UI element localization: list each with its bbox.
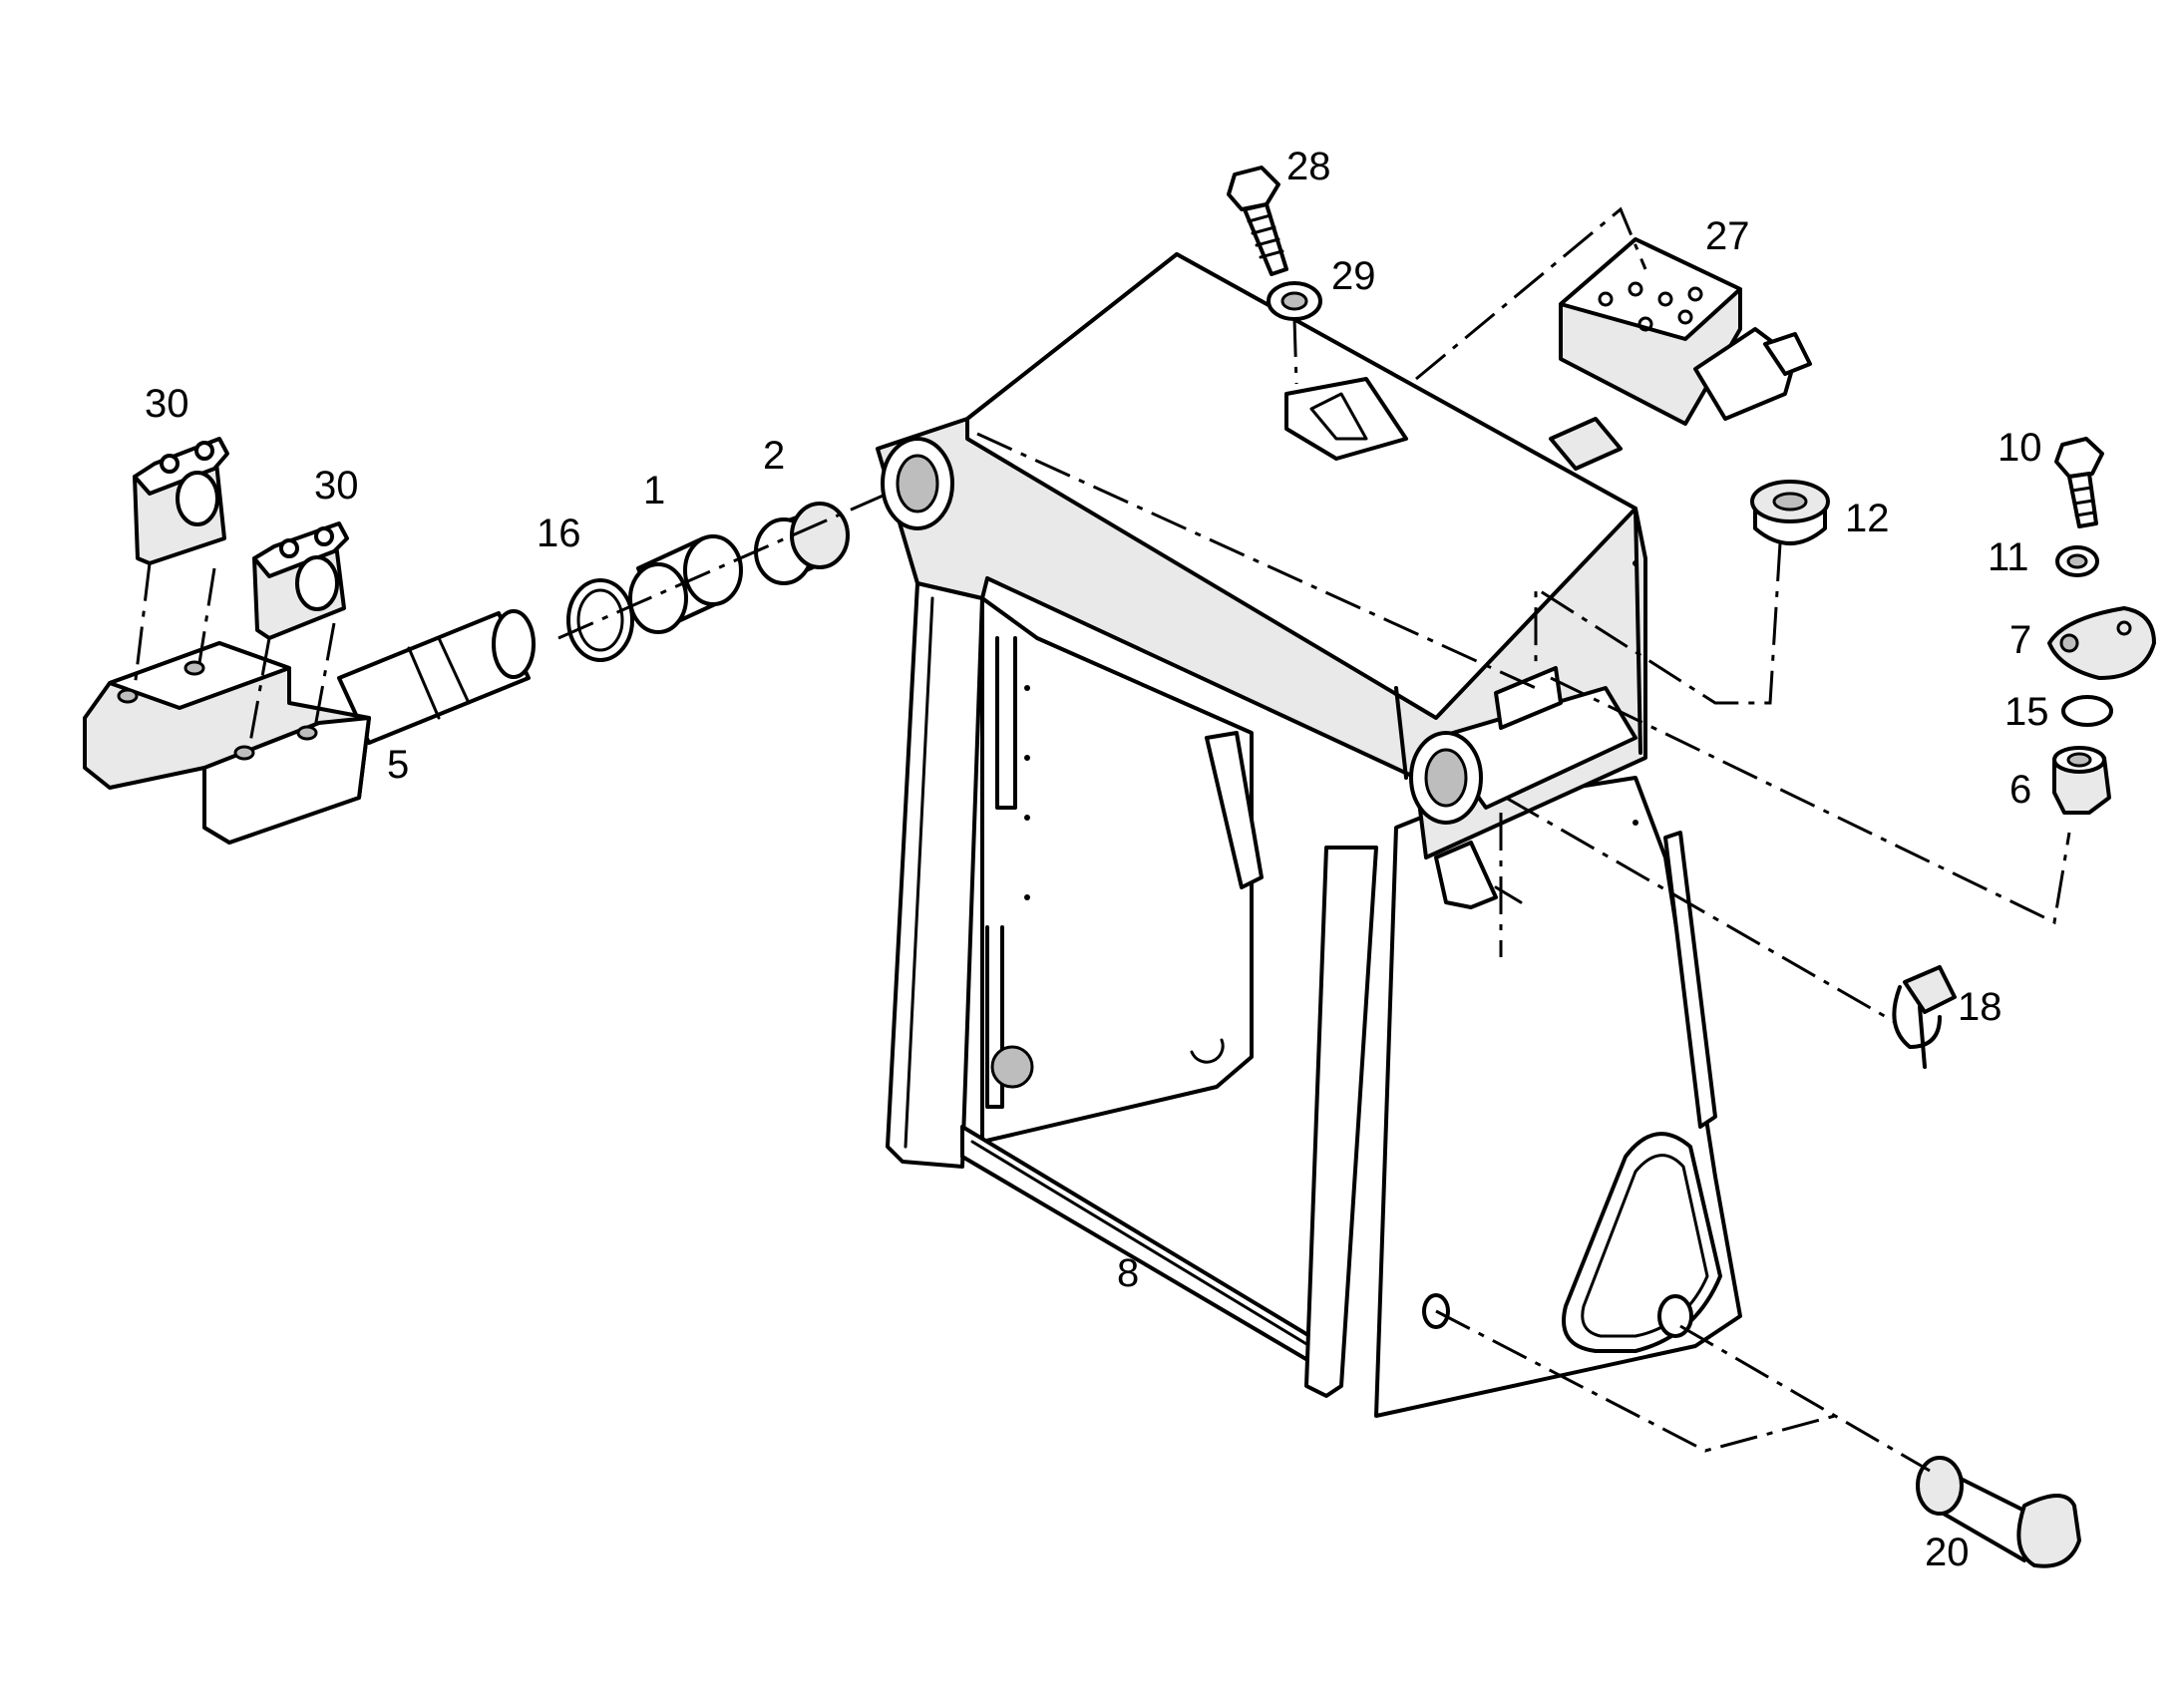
leader-lines bbox=[133, 206, 2071, 1473]
bolt-28 bbox=[1227, 166, 1288, 276]
callout-5: 5 bbox=[387, 743, 409, 787]
callout-16: 16 bbox=[537, 512, 581, 555]
bushing-2 bbox=[754, 502, 850, 585]
bushing-1 bbox=[628, 534, 743, 634]
callout-18: 18 bbox=[1958, 985, 2002, 1029]
bracket-5 bbox=[83, 641, 371, 845]
callout-30-a: 30 bbox=[145, 382, 189, 426]
plate-7 bbox=[2047, 606, 2156, 680]
lynch-pin-18 bbox=[1892, 965, 1957, 1069]
callout-6: 6 bbox=[2009, 768, 2031, 812]
valve-block bbox=[1559, 237, 1812, 426]
washer-11 bbox=[2055, 545, 2099, 577]
callout-11: 11 bbox=[1988, 535, 2029, 579]
o-ring-15 bbox=[2061, 695, 2113, 727]
callout-29: 29 bbox=[1331, 254, 1376, 298]
callout-20: 20 bbox=[1925, 1531, 1970, 1574]
callout-12: 12 bbox=[1845, 497, 1890, 540]
clamp-30-a bbox=[133, 437, 229, 565]
callout-10: 10 bbox=[1998, 426, 2042, 470]
callout-labels: 1 2 5 6 7 8 10 11 12 15 16 18 20 27 28 2… bbox=[145, 145, 2049, 1574]
callout-1: 1 bbox=[643, 469, 665, 512]
callout-2: 2 bbox=[763, 434, 785, 478]
clamp-30-b bbox=[252, 521, 349, 640]
ring-16 bbox=[566, 578, 634, 662]
main-frame bbox=[876, 252, 1742, 1418]
pin-20 bbox=[1916, 1456, 2081, 1568]
callout-15: 15 bbox=[2004, 690, 2049, 734]
fitting-6 bbox=[2052, 746, 2111, 815]
plug-12 bbox=[1750, 480, 1830, 545]
washer-29 bbox=[1267, 281, 1322, 321]
callout-28: 28 bbox=[1286, 145, 1331, 188]
bolt-10 bbox=[2054, 437, 2104, 528]
shaft bbox=[337, 609, 536, 745]
callout-30-b: 30 bbox=[314, 464, 359, 508]
callout-8: 8 bbox=[1117, 1251, 1139, 1295]
callout-27: 27 bbox=[1705, 214, 1750, 258]
callout-7: 7 bbox=[2009, 618, 2031, 662]
